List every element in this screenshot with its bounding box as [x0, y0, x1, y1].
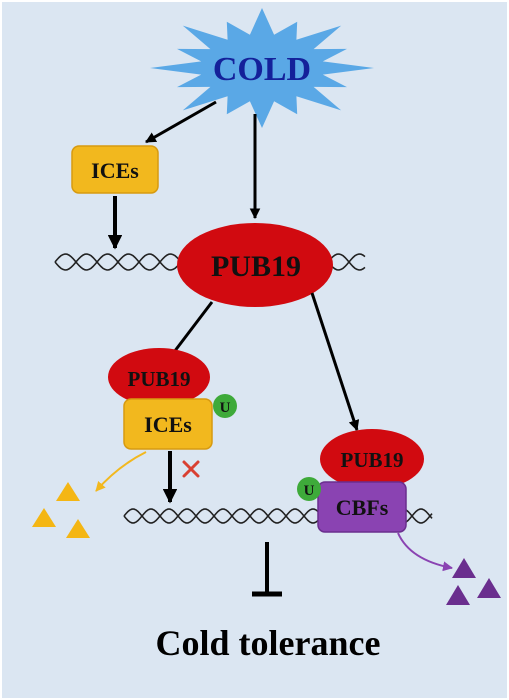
ubiquitin-right-circle	[297, 477, 321, 501]
arrow-ices-degradation	[95, 451, 147, 492]
cbfs-bound-label: CBFs	[336, 495, 389, 520]
cbfs-bound-box	[317, 481, 407, 533]
cold-label: COLD	[213, 51, 311, 88]
degraded-cbfs-triangles	[446, 558, 501, 605]
pub19-right-label: PUB19	[341, 448, 404, 472]
t-bar-inhibition-icon	[252, 542, 282, 597]
degraded-ices-triangles	[32, 482, 90, 538]
cold-starburst-icon	[150, 8, 374, 128]
arrow-pub19-to-cbfs-complex	[310, 292, 360, 432]
arrow-cbfs-degradation	[397, 532, 453, 572]
pub19-left-ellipse	[108, 348, 210, 406]
pub19-right-ellipse	[320, 429, 424, 489]
red-x-icon	[182, 460, 200, 478]
pub19-main-label: PUB19	[211, 250, 301, 283]
ubiquitin-left-circle	[213, 394, 237, 418]
arrow-cold-to-ices	[145, 100, 217, 144]
cold-tolerance-label: Cold tolerance	[156, 623, 381, 663]
ubiquitin-right-label: U	[304, 483, 315, 499]
ices-bound-label: ICEs	[144, 412, 192, 437]
pub19-main-ellipse	[177, 223, 333, 307]
ubiquitin-left-label: U	[220, 400, 231, 416]
ices-top-box	[71, 145, 159, 194]
ices-bound-box	[123, 398, 213, 450]
ices-top-label: ICEs	[91, 158, 139, 183]
pub19-left-label: PUB19	[128, 367, 191, 391]
